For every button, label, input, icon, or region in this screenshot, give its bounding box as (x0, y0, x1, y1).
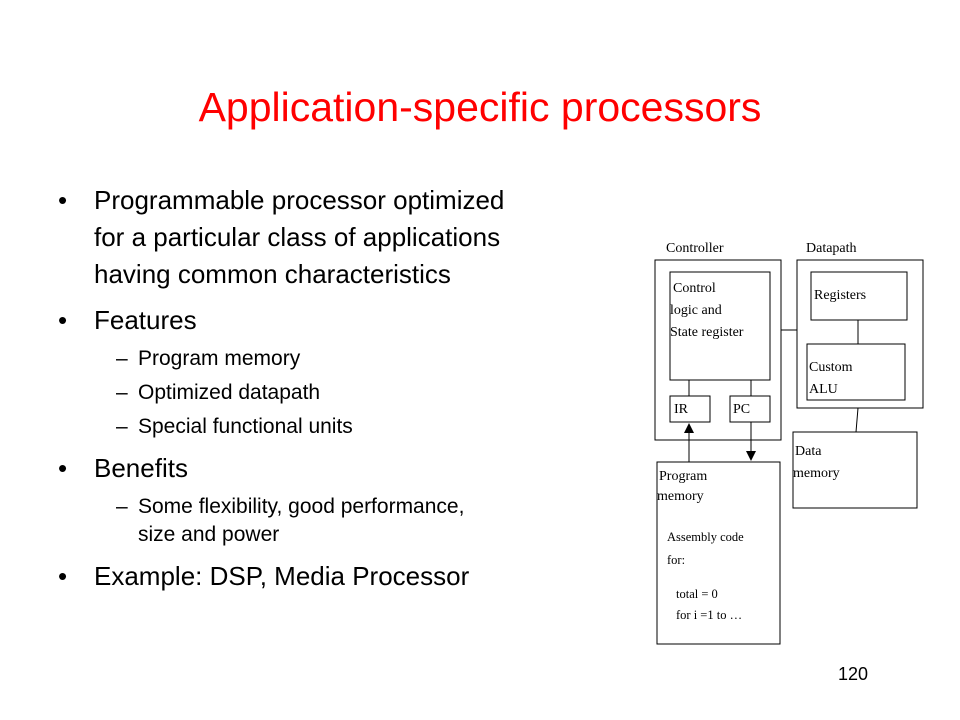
bullet-item: • Programmable processor optimized for a… (58, 182, 618, 293)
code-line: for i =1 to … (676, 608, 742, 622)
dash-glyph: – (116, 415, 128, 438)
dash-glyph: – (116, 381, 128, 404)
assembly-line: for: (667, 553, 685, 567)
bullet-glyph: • (58, 561, 68, 591)
bullet-text-line: having common characteristics (94, 259, 451, 289)
bullet-text: Example: DSP, Media Processor (94, 561, 470, 591)
bullet-glyph: • (58, 305, 68, 335)
sub-bullet-item: – Program memory (58, 345, 618, 373)
datapath-box (796, 259, 924, 409)
sub-bullet-item: – Some flexibility, good performance, si… (58, 493, 618, 549)
alu-line: ALU (809, 382, 838, 397)
controller-box (654, 259, 782, 441)
sub-bullet-text-line: size and power (138, 523, 280, 546)
assembly-line: Assembly code (667, 530, 744, 544)
ir-register-box (669, 395, 711, 423)
data-memory-box (792, 431, 918, 509)
bullet-item: • Example: DSP, Media Processor (58, 558, 618, 595)
dash-glyph: – (116, 347, 128, 370)
bullet-list: • Programmable processor optimized for a… (58, 182, 618, 595)
sub-bullet-item: – Optimized datapath (58, 379, 618, 407)
program-memory-box (656, 461, 781, 645)
datapath-memory-line (855, 407, 859, 433)
pc-label: PC (733, 402, 750, 417)
sub-bullet-item: – Special functional units (58, 413, 618, 441)
code-line: total = 0 (676, 587, 718, 601)
datapath-label: Datapath (806, 241, 857, 256)
bullet-text: Benefits (94, 453, 188, 483)
ir-label: IR (674, 402, 689, 417)
bullet-item: • Benefits (58, 450, 618, 487)
program-memory-line: Program (659, 469, 707, 484)
pc-register-box (729, 395, 771, 423)
bullet-text-line: Programmable processor optimized (94, 185, 505, 215)
bullet-text-line: for a particular class of applications (94, 222, 501, 252)
control-logic-line: logic and (670, 303, 722, 318)
controller-label: Controller (666, 241, 724, 256)
sub-bullet-text: Special functional units (138, 415, 353, 438)
control-logic-line: State register (670, 325, 744, 340)
program-memory-line: memory (657, 489, 704, 504)
bullet-text: Features (94, 305, 197, 335)
data-memory-line: Data (795, 444, 822, 459)
registers-box (810, 271, 908, 321)
custom-alu-box (806, 343, 906, 401)
dash-glyph: – (116, 495, 128, 518)
sub-bullet-text: Program memory (138, 347, 301, 370)
control-logic-line: Control (673, 281, 716, 296)
bullet-glyph: • (58, 453, 68, 483)
sub-bullet-text-line: Some flexibility, good performance, (138, 495, 465, 518)
slide-title: Application-specific processors (198, 84, 762, 130)
sub-bullet-text: Optimized datapath (138, 381, 321, 404)
registers-label: Registers (814, 288, 866, 303)
alu-line: Custom (809, 360, 853, 375)
bullet-glyph: • (58, 185, 68, 215)
page-number: 120 (837, 664, 868, 684)
control-logic-box (669, 271, 771, 381)
data-memory-line: memory (793, 466, 840, 481)
bullet-item: • Features (58, 302, 618, 339)
